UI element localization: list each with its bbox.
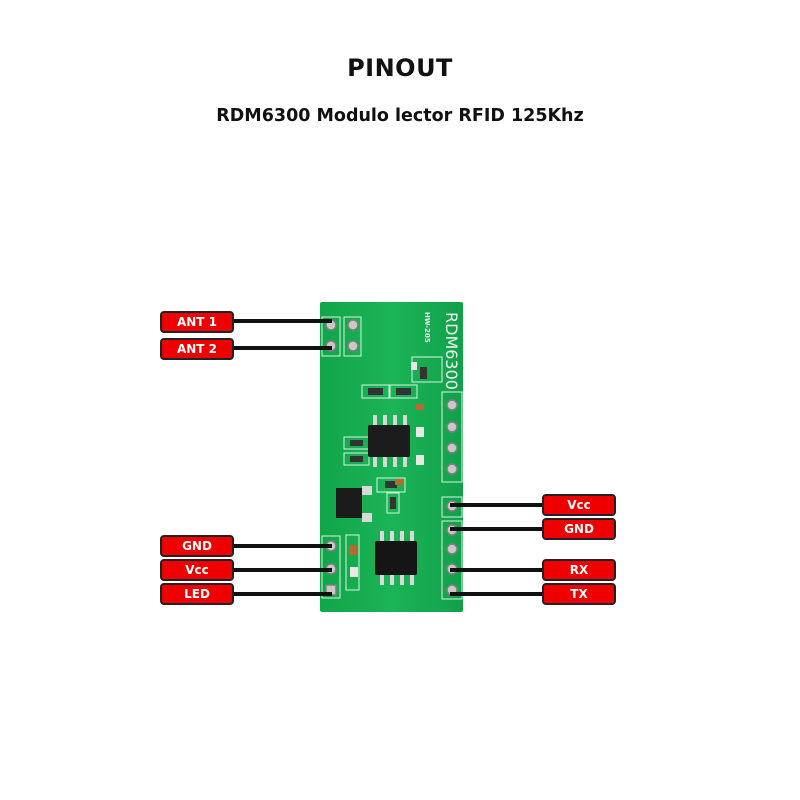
pin-label-ant1: ANT 1 xyxy=(160,311,234,333)
pin-label-vcc-left: Vcc xyxy=(160,559,234,581)
passives xyxy=(349,362,427,577)
wire-rx xyxy=(450,568,544,572)
page-title: PINOUT xyxy=(347,54,453,82)
wire-ant1 xyxy=(232,319,332,323)
wire-led xyxy=(232,592,332,596)
ic-chips xyxy=(336,415,417,585)
wire-vcc-left xyxy=(232,568,332,572)
wire-gnd-right xyxy=(450,527,544,531)
wire-ant2 xyxy=(232,346,332,350)
wire-tx xyxy=(450,592,544,596)
wire-vcc-right xyxy=(450,503,544,507)
pin-label-vcc-right: Vcc xyxy=(542,494,616,516)
pin-label-tx: TX xyxy=(542,583,616,605)
wire-gnd-left xyxy=(232,544,332,548)
pin-label-rx: RX xyxy=(542,559,616,581)
pin-label-gnd-right: GND xyxy=(542,518,616,540)
silkscreen-model: HW-205 xyxy=(423,312,431,343)
pin-label-gnd-left: GND xyxy=(160,535,234,557)
pin-label-led: LED xyxy=(160,583,234,605)
page-subtitle: RDM6300 Modulo lector RFID 125Khz xyxy=(216,106,584,126)
silkscreen-outlines xyxy=(321,316,463,600)
pin-label-ant2: ANT 2 xyxy=(160,338,234,360)
silkscreen-name: RDM6300 xyxy=(442,312,461,390)
